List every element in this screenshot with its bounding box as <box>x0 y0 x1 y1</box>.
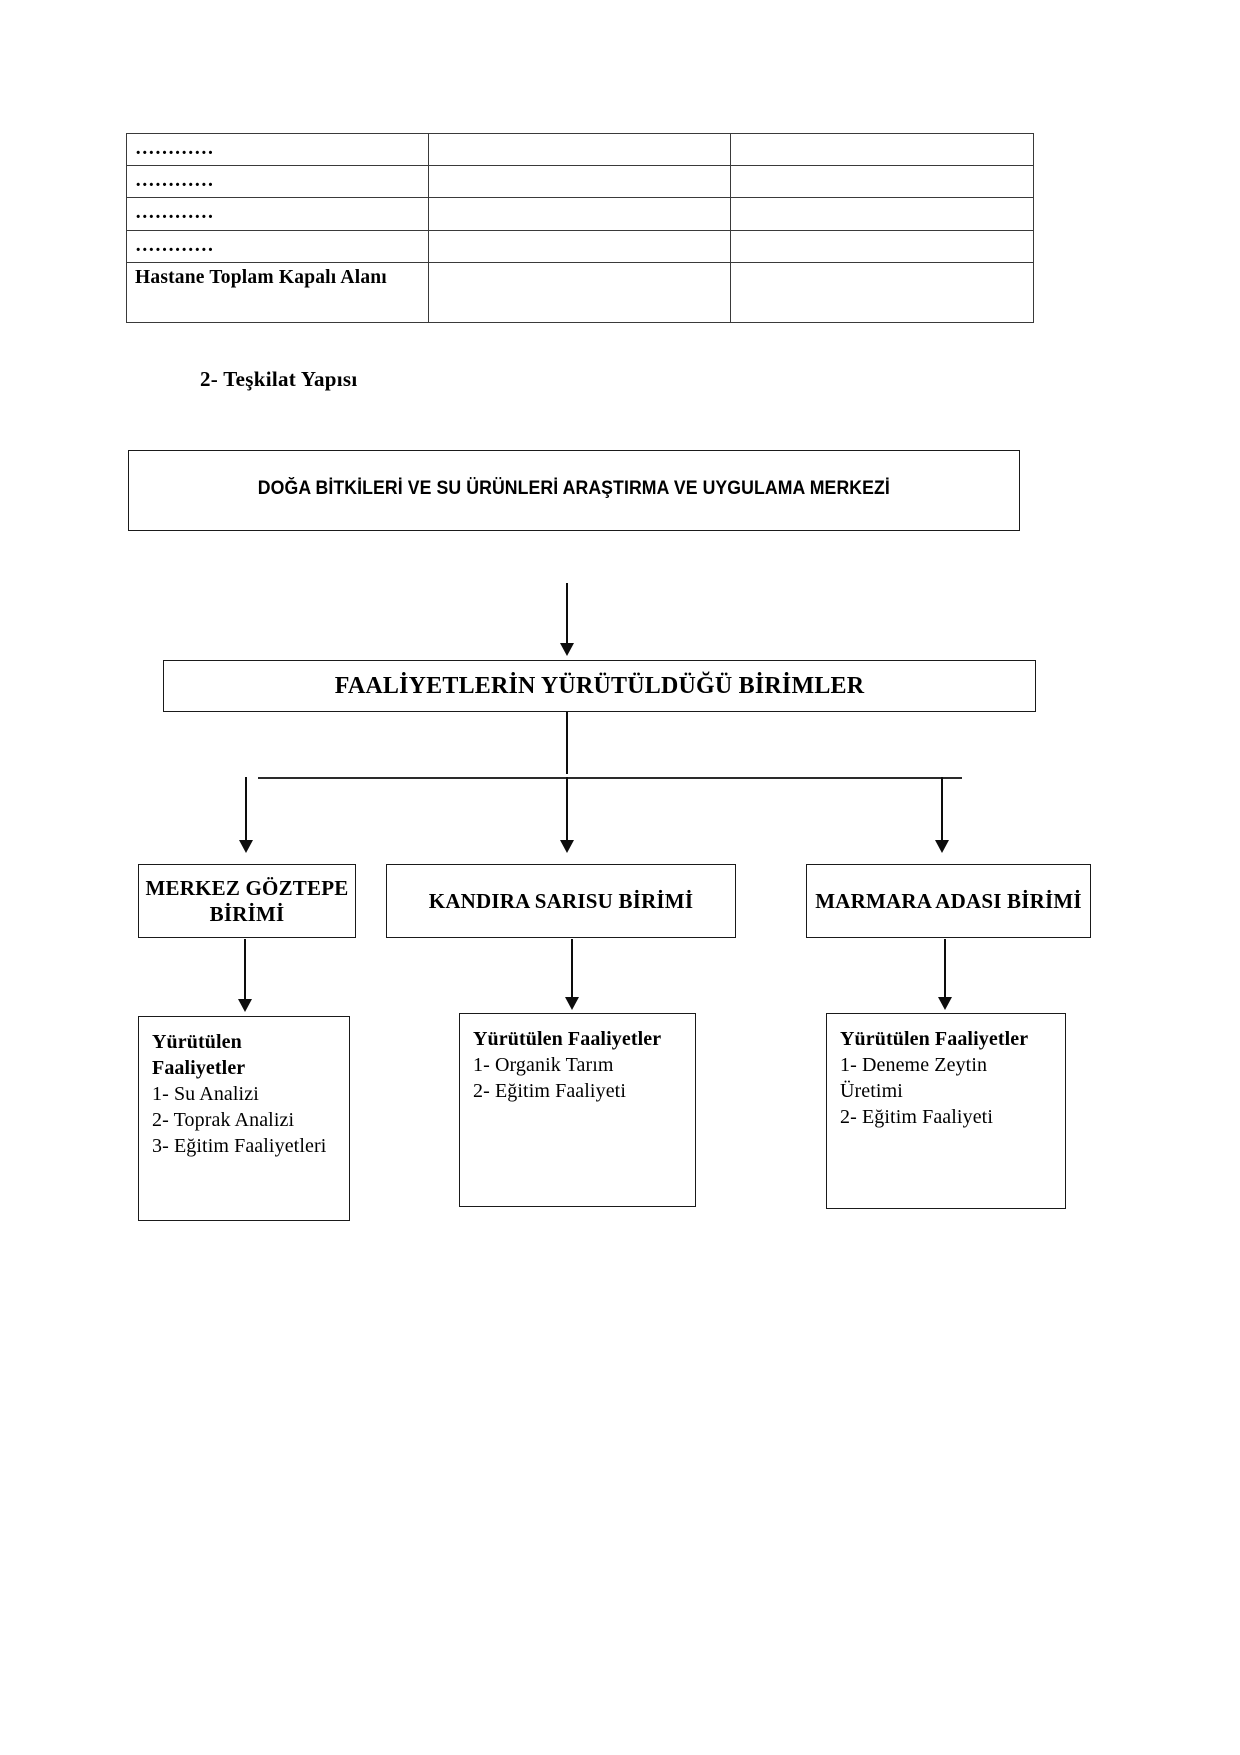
connector-bus-to-unit-1 <box>566 777 568 842</box>
org-root-title: DOĞA BİTKİLERİ VE SU ÜRÜNLERİ ARAŞTIRMA … <box>257 477 891 499</box>
table-cell-end <box>730 197 1034 231</box>
org-units-header-title: FAALİYETLERİN YÜRÜTÜLDÜĞÜ BİRİMLER <box>334 672 865 699</box>
table-cell-total-mid <box>428 261 731 323</box>
activity-item: 2- Toprak Analizi <box>152 1109 295 1131</box>
table-cell-label: ………… <box>126 197 429 231</box>
activities-heading: Yürütülen Faaliyetler <box>152 1031 246 1079</box>
table-cell-label: ………… <box>126 229 429 263</box>
arrowhead-unit-1-to-activities <box>565 997 579 1010</box>
org-unit-title: MERKEZ GÖZTEPE BİRİMİ <box>145 875 349 926</box>
arrowhead-unit-0-to-activities <box>238 999 252 1012</box>
placeholder-dots: ………… <box>135 234 214 256</box>
activity-item: 2- Eğitim Faaliyeti <box>473 1080 626 1102</box>
table-cell-end <box>730 229 1034 263</box>
org-node-root: DOĞA BİTKİLERİ VE SU ÜRÜNLERİ ARAŞTIRMA … <box>128 450 1020 531</box>
org-node-activities-merkez-goztepe: Yürütülen Faaliyetler 1- Su Analizi 2- T… <box>138 1016 350 1221</box>
table-cell-mid <box>428 229 731 263</box>
org-node-activities-marmara-adasi: Yürütülen Faaliyetler 1- Deneme Zeytin Ü… <box>826 1013 1066 1209</box>
arrowhead-bus-to-unit-2 <box>935 840 949 853</box>
org-node-units-header: FAALİYETLERİN YÜRÜTÜLDÜĞÜ BİRİMLER <box>163 660 1036 712</box>
table-body: ………… ………… ………… ………… Hastane Toplam Kapal <box>126 132 1034 323</box>
org-node-unit-kandira-sarisu: KANDIRA SARISU BİRİMİ <box>386 864 736 938</box>
section-heading: 2- Teşkilat Yapısı <box>200 367 358 391</box>
table-row: ………… <box>126 197 1034 231</box>
facility-area-table: ………… ………… ………… ………… Hastane Toplam Kapal <box>126 132 1034 323</box>
connector-root-to-units <box>566 583 568 645</box>
arrowhead-bus-to-unit-0 <box>239 840 253 853</box>
connector-unit-1-to-activities <box>571 939 573 999</box>
activity-item: 3- Eğitim Faaliyetleri <box>152 1135 327 1157</box>
connector-bus-to-unit-0 <box>245 777 247 842</box>
org-node-activities-kandira-sarisu: Yürütülen Faaliyetler 1- Organik Tarım 2… <box>459 1013 696 1207</box>
arrowhead-root-to-units <box>560 643 574 656</box>
connector-unit-0-to-activities <box>244 939 246 1001</box>
table-cell-end <box>730 132 1034 167</box>
table-row: ………… <box>126 132 1034 167</box>
table-row: ………… <box>126 229 1034 263</box>
activity-item: 1- Organik Tarım <box>473 1054 614 1076</box>
table-cell-mid <box>428 165 731 199</box>
connector-unit-2-to-activities <box>944 939 946 999</box>
table-row-total: Hastane Toplam Kapalı Alanı <box>126 261 1034 323</box>
table-cell-total-end <box>730 261 1034 323</box>
connector-bus-to-unit-2 <box>941 777 943 842</box>
activity-item: 1- Su Analizi <box>152 1083 259 1105</box>
activities-heading: Yürütülen Faaliyetler <box>473 1028 662 1050</box>
arrowhead-unit-2-to-activities <box>938 997 952 1010</box>
activities-heading: Yürütülen Faaliyetler <box>840 1028 1029 1050</box>
connector-horizontal-bus <box>258 777 962 779</box>
table-cell-label: ………… <box>126 132 429 167</box>
org-unit-title: MARMARA ADASI BİRİMİ <box>815 888 1082 913</box>
table-cell-mid <box>428 197 731 231</box>
connector-units-to-bus <box>566 712 568 774</box>
org-node-unit-merkez-goztepe: MERKEZ GÖZTEPE BİRİMİ <box>138 864 356 938</box>
table-cell-total-label: Hastane Toplam Kapalı Alanı <box>126 261 429 323</box>
table-row: ………… <box>126 165 1034 199</box>
org-unit-title: KANDIRA SARISU BİRİMİ <box>428 888 694 913</box>
org-node-unit-marmara-adasi: MARMARA ADASI BİRİMİ <box>806 864 1091 938</box>
placeholder-dots: ………… <box>135 138 214 159</box>
table-cell-mid <box>428 132 731 167</box>
activity-item: 1- Deneme Zeytin Üretimi <box>840 1054 988 1102</box>
placeholder-dots: ………… <box>135 202 214 224</box>
table-cell-label: ………… <box>126 165 429 199</box>
activity-item: 2- Eğitim Faaliyeti <box>840 1106 993 1128</box>
placeholder-dots: ………… <box>135 170 214 192</box>
table-cell-end <box>730 165 1034 199</box>
arrowhead-bus-to-unit-1 <box>560 840 574 853</box>
